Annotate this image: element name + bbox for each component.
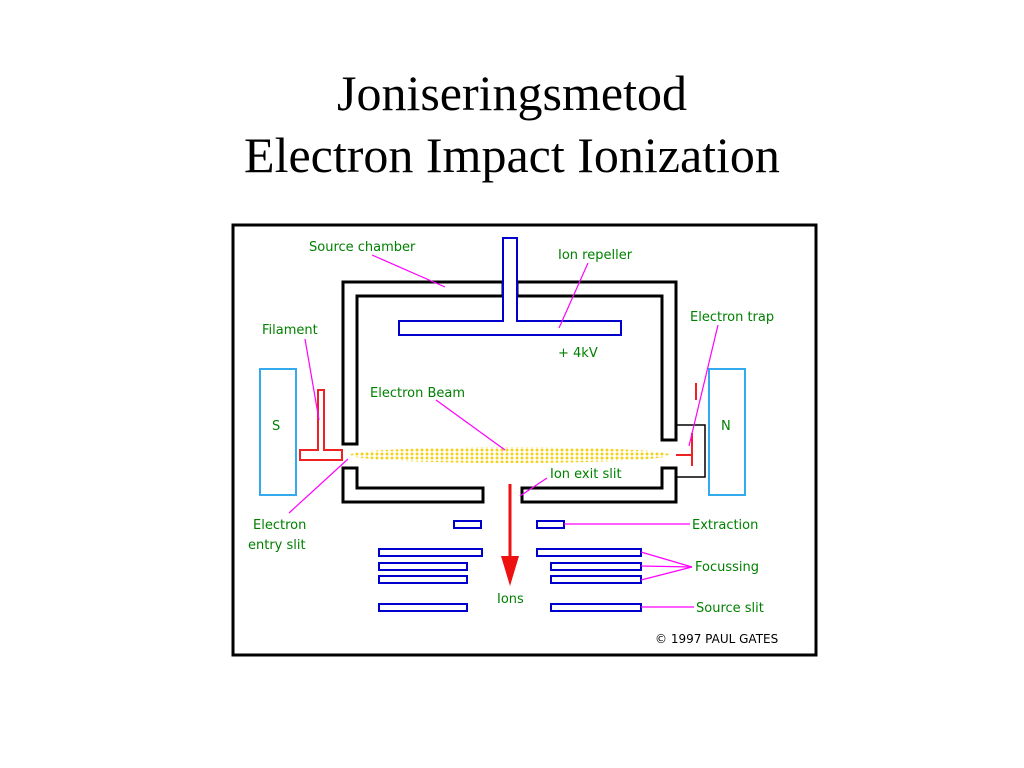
electron-trap-circuit <box>676 424 706 478</box>
focus-plate-left-1 <box>378 548 483 557</box>
label-electron-entry-line1: Electron <box>253 518 306 533</box>
magnet-s <box>259 368 297 496</box>
chamber-wall-left-bottom <box>341 466 485 504</box>
title-line-1: Joniseringsmetod <box>337 65 687 121</box>
label-electron-entry-line2: entry slit <box>248 538 306 553</box>
ion-repeller <box>398 237 622 336</box>
source-slit-plate-right <box>550 603 642 612</box>
electron-beam <box>350 447 670 463</box>
leader-filament <box>304 338 320 421</box>
extraction-plate-right <box>536 520 565 529</box>
label-filament: Filament <box>262 323 318 338</box>
leader-focussing-2 <box>640 565 693 568</box>
slide-title: Joniseringsmetod Electron Impact Ionizat… <box>0 62 1024 186</box>
lens-stack <box>378 520 642 612</box>
label-source-chamber: Source chamber <box>309 240 416 255</box>
extraction-plate-left <box>453 520 482 529</box>
electron-trap <box>676 383 697 466</box>
focus-plate-right-2 <box>550 562 642 571</box>
leader-lines <box>288 254 719 608</box>
label-ion-repeller: Ion repeller <box>558 248 633 263</box>
label-ion-exit-slit: Ion exit slit <box>550 467 622 482</box>
leader-electron-trap <box>688 324 719 447</box>
focus-plate-left-3 <box>378 575 468 584</box>
label-source-slit: Source slit <box>696 601 764 616</box>
label-voltage: + 4kV <box>558 346 598 361</box>
label-copyright: © 1997 PAUL GATES <box>655 632 778 646</box>
filament <box>299 389 343 461</box>
label-focussing: Focussing <box>695 560 759 575</box>
leader-electron-entry-slit <box>288 458 349 514</box>
leader-source-chamber <box>371 254 446 288</box>
label-magnet-n: N <box>721 419 731 434</box>
label-magnet-s: S <box>272 419 280 434</box>
leader-focussing-1 <box>640 551 693 568</box>
source-slit-plate-left <box>378 603 468 612</box>
magnet-n <box>708 368 746 496</box>
title-line-2: Electron Impact Ionization <box>244 127 780 183</box>
label-extraction: Extraction <box>692 518 758 533</box>
leader-electron-beam <box>435 399 506 451</box>
focus-plate-right-1 <box>536 548 642 557</box>
leader-ion-repeller <box>558 262 589 329</box>
label-electron-trap: Electron trap <box>690 310 774 325</box>
focus-plate-left-2 <box>378 562 468 571</box>
label-ions: Ions <box>497 592 524 607</box>
ions-arrow-head <box>501 556 519 586</box>
focus-plate-right-3 <box>550 575 642 584</box>
leader-ion-exit-slit <box>519 477 548 497</box>
label-electron-beam: Electron Beam <box>370 386 465 401</box>
leader-focussing-3 <box>640 566 693 581</box>
chamber-wall-right-bottom <box>520 466 678 504</box>
